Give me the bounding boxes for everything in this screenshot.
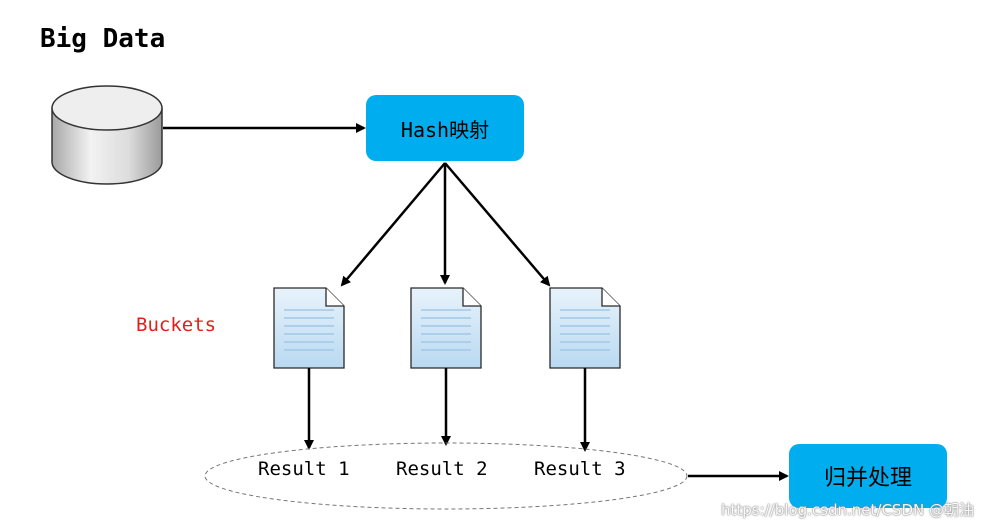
database-icon: [51, 85, 163, 185]
arrow-hash-to-bucket-1: [340, 162, 446, 287]
result-label-1: Result 1: [258, 458, 350, 480]
merge-process-label: 归并处理: [823, 466, 912, 491]
hash-mapping-box: Hash映射: [366, 95, 524, 161]
watermark: https://blog.csdn.net/CSDN @朝油: [721, 501, 974, 519]
buckets-label: Buckets: [136, 314, 217, 336]
result-label-3: Result 3: [534, 458, 626, 480]
document-icon: [273, 287, 345, 369]
document-icon: [549, 287, 621, 369]
results-group-ellipse: [204, 442, 688, 510]
arrow-hash-to-bucket-3: [444, 162, 551, 287]
result-label-2: Result 2: [396, 458, 488, 480]
document-icon: [410, 287, 482, 369]
merge-process-box: 归并处理: [789, 444, 947, 508]
hash-mapping-label: Hash映射: [400, 117, 490, 142]
page-title: Big Data: [40, 24, 166, 54]
